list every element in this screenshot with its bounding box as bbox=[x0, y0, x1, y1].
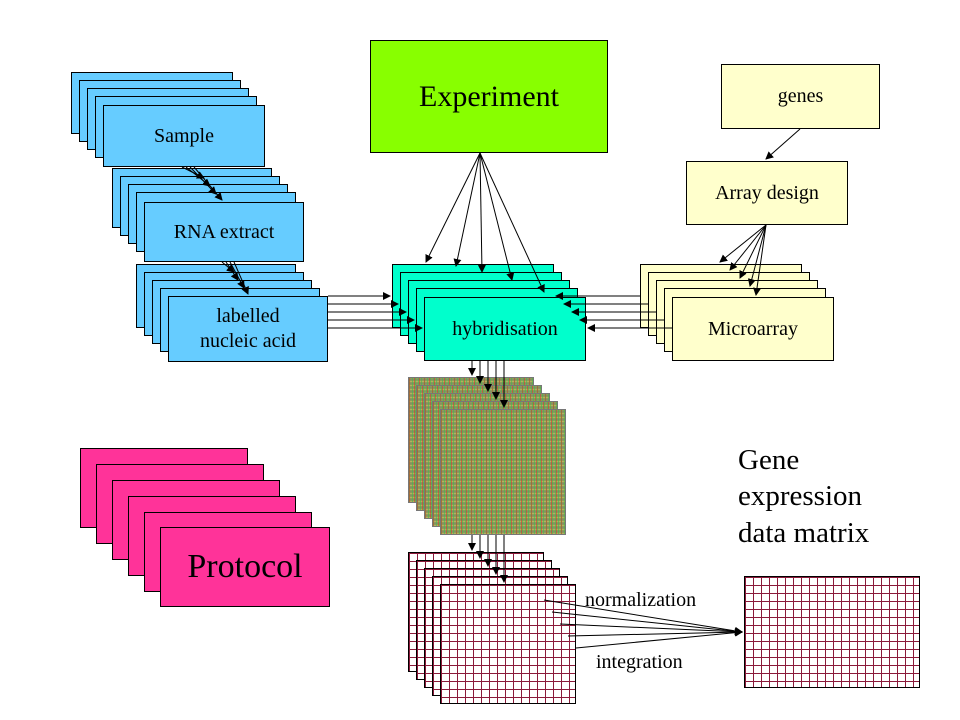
array-design-node: Array design bbox=[686, 161, 848, 225]
labelled-nucleic-acid-label: labelled nucleic acid bbox=[199, 305, 297, 352]
genes-label: genes bbox=[777, 85, 824, 107]
rna-extract-node: RNA extract bbox=[144, 202, 304, 262]
genes-to-array-design-arrow bbox=[765, 128, 801, 160]
labelled-nucleic-acid-node: labelled nucleic acid bbox=[168, 296, 328, 362]
sample-node: Sample bbox=[103, 105, 265, 167]
integration-label: integration bbox=[596, 651, 683, 673]
matrix-to-integrated-arrow bbox=[551, 611, 743, 636]
protocol-label: Protocol bbox=[187, 547, 303, 585]
data-matrix-grid bbox=[440, 584, 576, 704]
experiment-to-hybridisation-arrow bbox=[425, 152, 481, 263]
integrated-data-matrix bbox=[744, 576, 920, 688]
experiment-node: Experiment bbox=[370, 40, 608, 153]
gene-expression-matrix-label: Gene expression data matrix bbox=[738, 444, 870, 549]
rna-extract-label: RNA extract bbox=[173, 220, 275, 243]
matrix-to-integrated-arrow bbox=[575, 628, 743, 649]
hybridisation-label: hybridisation bbox=[452, 317, 558, 340]
normalization-label: normalization bbox=[585, 589, 697, 611]
experiment-to-hybridisation-arrow bbox=[453, 152, 481, 267]
experiment-label: Experiment bbox=[419, 79, 559, 113]
scan-image bbox=[440, 409, 566, 535]
protocol-node: Protocol bbox=[160, 527, 330, 607]
matrix-to-integrated-arrow bbox=[559, 623, 743, 636]
array-design-to-microarray-arrow bbox=[719, 224, 767, 263]
array-design-label: Array design bbox=[715, 181, 819, 204]
matrix-to-integrated-arrow bbox=[567, 628, 743, 637]
experiment-to-hybridisation-arrow bbox=[479, 152, 515, 281]
genes-node: genes bbox=[721, 64, 880, 129]
experiment-to-hybridisation-arrow bbox=[477, 152, 486, 273]
hybridisation-node: hybridisation bbox=[424, 297, 586, 361]
microarray-label: Microarray bbox=[708, 317, 798, 340]
microarray-node: Microarray bbox=[672, 297, 834, 361]
sample-label: Sample bbox=[154, 124, 214, 147]
